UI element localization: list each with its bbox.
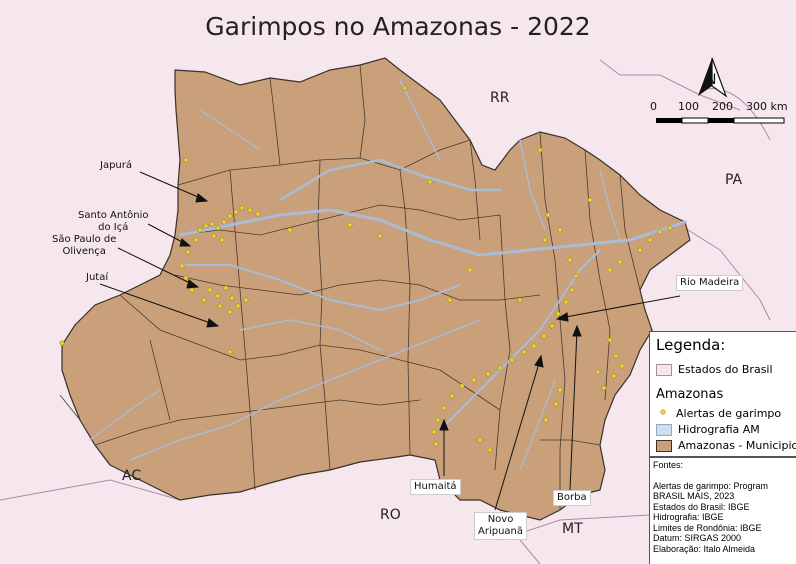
alert-points [59, 85, 673, 453]
rivers [89, 79, 687, 471]
amazonas-shape [61, 57, 691, 521]
callout-borba: Borba [553, 490, 591, 506]
source-line-6: Datum: SIRGAS 2000 [653, 533, 742, 543]
scale-label-100: 100 [678, 100, 699, 113]
state-label-rr: RR [490, 90, 510, 106]
hidro-swatch [656, 424, 672, 436]
legend-title: Legenda: [656, 336, 726, 354]
legend-item-hidro: Hidrografia AM [656, 423, 760, 436]
north-arrow-icon: N [698, 57, 728, 98]
state-label-ac: AC [122, 468, 142, 484]
callout-arrows [99, 171, 681, 511]
callout-santo-antonio: Santo Antônio do Içá [78, 210, 149, 233]
estados-swatch [656, 364, 672, 376]
legend-label-municipios: Amazonas - Municipios [678, 439, 796, 452]
legend-label-hidro: Hidrografia AM [678, 423, 760, 436]
sources-spacer [653, 471, 793, 481]
source-line-7: Elaboração: Italo Almeida [653, 543, 756, 554]
source-line-3: Estados do Brasil: IBGE [653, 501, 750, 512]
source-line-1: Alertas de garimpo: Program [653, 480, 769, 491]
state-label-ro: RO [380, 507, 401, 523]
state-label-mt: MT [562, 521, 583, 537]
sources-heading: Fontes: [653, 460, 684, 470]
sources-panel: Fontes: Alertas de garimpo: Program BRAS… [649, 457, 796, 564]
source-line-5: Limites de Rondônia: IBGE [653, 522, 762, 533]
legend-item-municipios: Amazonas - Municipios [656, 439, 796, 452]
callout-novo-aripuana: Novo Aripuanã [474, 512, 528, 540]
source-line-2: BRASIL MAIS, 2023 [653, 491, 735, 501]
scale-label-300: 300 km [746, 100, 788, 113]
legend-item-estados: Estados do Brasil [656, 363, 773, 376]
north-label: N [706, 72, 716, 88]
callout-sao-paulo: São Paulo de Olivença [52, 234, 117, 257]
callout-japura: Japurá [100, 160, 133, 171]
alert-point-icon [656, 409, 670, 419]
scale-label-200: 200 [712, 100, 733, 113]
ac-boundary [0, 479, 181, 501]
legend-label-estados: Estados do Brasil [678, 363, 773, 376]
state-label-pa: PA [725, 172, 743, 188]
scale-bar [656, 117, 785, 124]
legend-item-alertas: Alertas de garimpo [656, 407, 781, 420]
source-line-4: Hidrografia: IBGE [653, 512, 724, 522]
legend-label-alertas: Alertas de garimpo [676, 407, 782, 420]
map-title: Garimpos no Amazonas - 2022 [205, 12, 591, 41]
callout-jutai: Jutaí [86, 272, 109, 283]
pa-boundary [679, 224, 771, 321]
legend-group-amazonas: Amazonas [656, 387, 724, 402]
callout-humaita: Humaitá [410, 479, 461, 495]
scale-label-0: 0 [650, 100, 657, 113]
callout-rio-madeira: Rio Madeira [676, 275, 744, 291]
legend: Legenda: Estados do Brasil Amazonas Aler… [649, 331, 796, 457]
municipios-swatch [656, 440, 672, 452]
